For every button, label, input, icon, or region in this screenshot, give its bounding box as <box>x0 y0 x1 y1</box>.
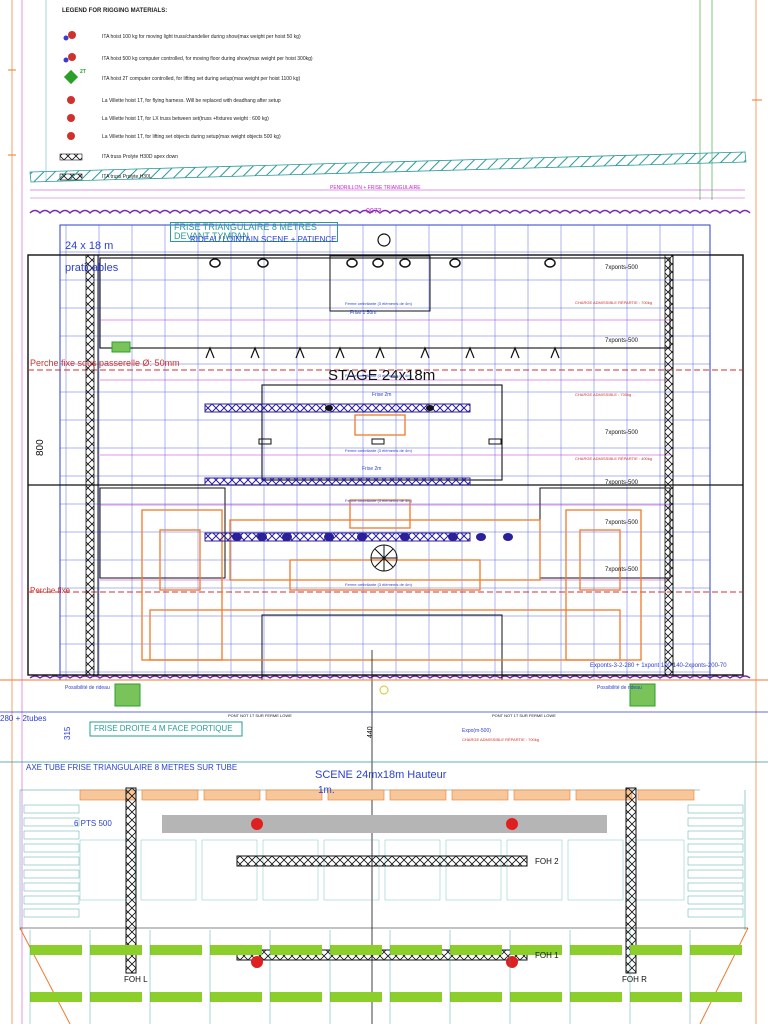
point-right-label: PONT NOT 1T SUR FERME LOWE <box>492 713 556 718</box>
right-note: CHARGE ADMISSIBLE : 700kg <box>575 392 632 397</box>
legend-item: La Villette hoist 1T, for LX truss betwe… <box>102 116 269 122</box>
rose-window <box>370 544 398 572</box>
frise-2: Frise 2m <box>372 392 392 398</box>
dim-440: 440 <box>367 726 374 738</box>
right-note: 7xponts-500 <box>605 430 639 436</box>
right-note: 7xponts-500 <box>605 520 639 526</box>
legend-title: LEGEND FOR RIGGING MATERIALS: <box>62 8 168 14</box>
dim-0073: 0073 <box>366 208 382 215</box>
rideau-label: RIDEAU LOINTAIN SCENE + PATIENCE <box>190 235 337 244</box>
charge-label: CHARGE ADMISSIBLE RÉPARTIE : 700kg <box>462 737 539 742</box>
right-note: 7xponts-500 <box>605 567 639 573</box>
ferme-4: Ferme ombrilante (3 éléments de 4m) <box>345 498 412 503</box>
legend-item: ITA hoist 2T computer controlled, for li… <box>102 76 301 82</box>
legend-item: ITA truss Prolyte H30D apex down <box>102 154 179 160</box>
right-note: CHARGE ADMISSIBLE RÉPARTIE : 700kg <box>575 300 652 305</box>
frise-top-label: FRISE TRIANGULAIRE 8 METRES DEVANT TYMPA… <box>170 222 338 242</box>
stage-dims-label: 24 x 18 m <box>65 240 114 252</box>
ferme-2: Ferme ombrilante (3 éléments de 4m) <box>345 373 412 378</box>
foh2-label: FOH 2 <box>535 857 559 866</box>
fohr-label: FOH R <box>622 975 647 984</box>
praticables-label: praticables <box>65 262 119 274</box>
perche-label: Perche fixe sous passerelle Ø: 50mm <box>30 358 180 368</box>
exponts-label: Exponts-3-2-280 + 1xpont 100-140-2xponts… <box>590 663 727 669</box>
ferme-1: Ferme ombrilante (3 éléments de 4m) <box>345 301 412 306</box>
legend-item: La Villette hoist 1T, for lifting set ob… <box>102 134 281 140</box>
dim-315: 315 <box>63 726 72 740</box>
frise-droite-label: FRISE DROITE 4 M FACE PORTIQUE <box>94 724 233 733</box>
stage-title: STAGE 24x18m <box>328 367 436 384</box>
foh1-label: FOH 1 <box>535 951 559 960</box>
point-left-label: PONT NOT 1T SUR FERME LOWE <box>228 713 292 718</box>
scene-label: SCENE 24mx18m Hauteur <box>315 769 447 781</box>
legend-item: ITA hoist 500 kg computer controlled, fo… <box>102 56 313 62</box>
frise-3: Frise 2m <box>362 466 382 472</box>
legend-item: ITA truss Prolyte H30L <box>102 174 152 180</box>
legend-item: ITA hoist 100 kg for moving light truss/… <box>102 34 301 40</box>
scene-unit: 1m. <box>318 785 335 796</box>
fohl-label: FOH L <box>124 975 148 984</box>
right-note: 7xponts-500 <box>605 480 639 486</box>
ferme-3: Ferme ombrilante (3 éléments de 4m) <box>345 448 412 453</box>
possibilite-left: Possibilité de rideau <box>65 685 110 691</box>
frise-1: Frise 1 50m <box>350 310 377 316</box>
possibilite-right: Possibilité de rideau <box>597 685 642 691</box>
right-note: 7xponts-500 <box>605 265 639 271</box>
perche-low-label: Perche fixe <box>30 586 71 595</box>
ferme-5: Ferme ombrilante (3 éléments de 4m) <box>345 582 412 587</box>
legend-item: La Villette hoist 1T, for flying harness… <box>102 98 281 104</box>
expo-500-label: Expo(m-500) <box>462 728 491 734</box>
dim-800: 800 <box>35 439 46 456</box>
axe-tube-label: AXE TUBE FRISE TRIANGULAIRE 8 METRES SUR… <box>26 763 238 772</box>
dim-280: 280 + 2tubes <box>0 714 47 723</box>
pts-label: 6 PTS 500 <box>74 819 112 828</box>
hoist-tag: 2T <box>80 69 86 75</box>
right-note: 7xponts-500 <box>605 338 639 344</box>
pendrillon-label: PENDRILLON + FRISE TRIANGULAIRE <box>330 185 421 191</box>
right-note: CHARGE ADMISSIBLE RÉPARTIE : 400kg <box>575 456 652 461</box>
